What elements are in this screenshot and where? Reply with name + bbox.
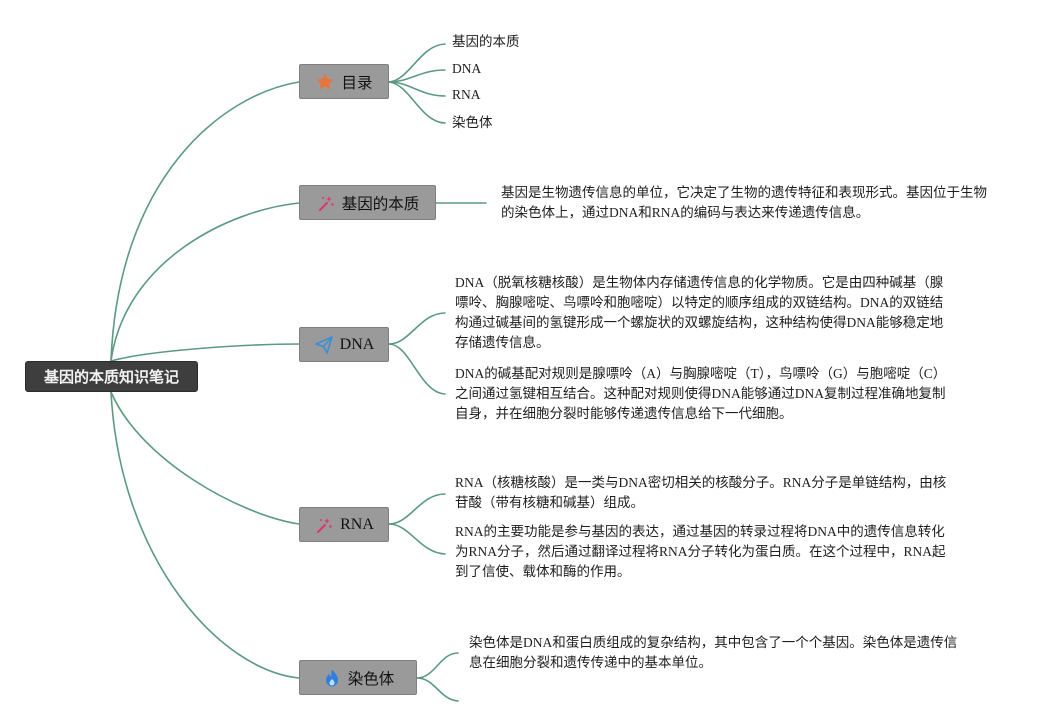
connector-rna-2: [388, 523, 446, 555]
note-rna-function: RNA的主要功能是参与基因的表达，通过基因的转录过程将DNA中的遗传信息转化为R…: [455, 524, 946, 579]
paper-plane-icon: [314, 335, 334, 355]
toc-item[interactable]: RNA: [452, 87, 481, 102]
toc-item[interactable]: DNA: [452, 61, 482, 76]
connector-root-toc: [110, 81, 300, 362]
note-dna-structure: DNA（脱氧核糖核酸）是生物体内存储遗传信息的化学物质。它是由四种碱基（腺嘌呤、…: [455, 275, 944, 350]
connector-root-rna: [110, 391, 300, 525]
branch-toc[interactable]: 目录: [299, 64, 389, 99]
star-icon: [315, 72, 335, 92]
magic-wand-icon: [316, 193, 336, 213]
note-rna-structure: RNA（核糖核酸）是一类与DNA密切相关的核酸分子。RNA分子是单链结构，由核苷…: [455, 475, 947, 510]
branch-rna[interactable]: RNA: [299, 507, 389, 542]
branch-label: 目录: [341, 73, 373, 92]
connector-root-gene: [110, 202, 300, 362]
connector-dna-2: [388, 343, 446, 395]
branch-gene-essence[interactable]: 基因的本质: [299, 185, 436, 220]
branch-label: 基因的本质: [341, 194, 420, 213]
connector-root-dna: [110, 343, 300, 362]
branch-chromosome[interactable]: 染色体: [299, 660, 417, 695]
branch-dna[interactable]: DNA: [299, 327, 389, 362]
connector-toc-1: [388, 43, 446, 83]
note-dna-pairing: DNA的碱基配对规则是腺嘌呤（A）与胸腺嘧啶（T），鸟嘌呤（G）与胞嘧啶（C）之…: [455, 366, 947, 421]
toc-item[interactable]: 基因的本质: [452, 34, 520, 49]
branch-label: DNA: [339, 335, 375, 353]
flame-icon: [322, 668, 342, 688]
connector-toc-4: [388, 81, 446, 124]
connector-root-chromosome: [110, 391, 300, 679]
branch-label: 染色体: [347, 669, 395, 688]
connector-dna-1: [388, 312, 446, 345]
note-gene-essence: 基因是生物遗传信息的单位，它决定了生物的遗传特征和表现形式。基因位于生物的染色体…: [501, 185, 987, 220]
root-title: 基因的本质知识笔记: [43, 368, 179, 386]
connector-chromosome-1: [416, 652, 459, 679]
note-chromosome: 染色体是DNA和蛋白质组成的复杂结构，其中包含了一个个基因。染色体是遗传信息在细…: [469, 635, 958, 670]
magic-wand-icon: [314, 515, 334, 535]
branch-label: RNA: [340, 515, 374, 533]
connector-chromosome-2: [416, 677, 459, 702]
connector-rna-1: [388, 493, 446, 525]
root-topic[interactable]: 基因的本质知识笔记: [25, 361, 198, 392]
toc-item[interactable]: 染色体: [452, 115, 493, 130]
